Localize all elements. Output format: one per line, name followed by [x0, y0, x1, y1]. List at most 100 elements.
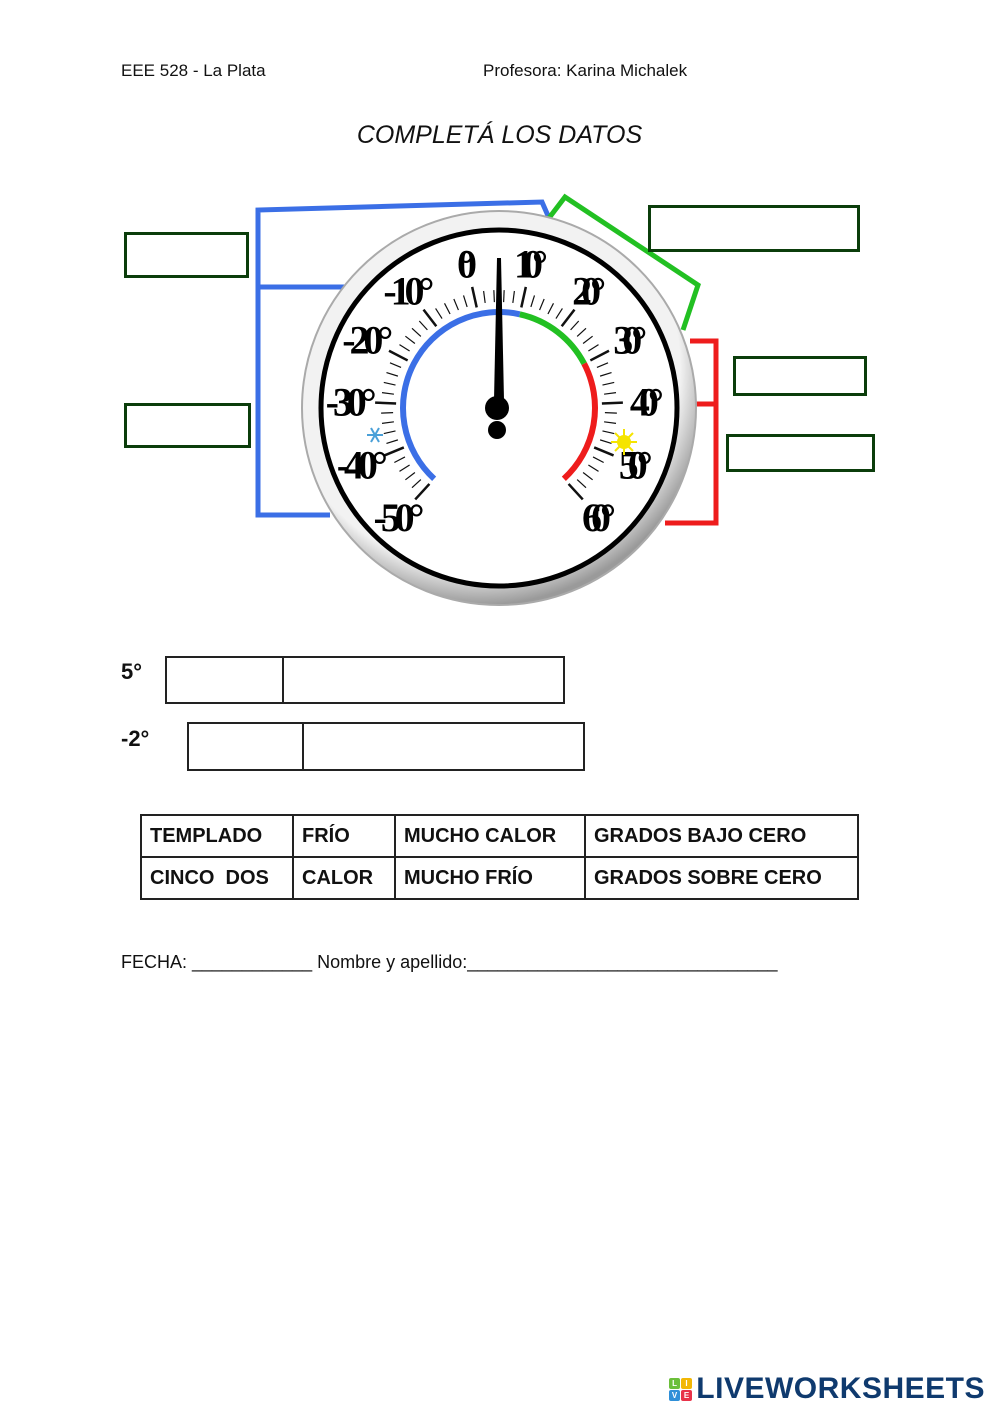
table-row: TEMPLADO FRÍO MUCHO CALOR GRADOS BAJO CE…: [140, 814, 859, 858]
dial-tick: [383, 381, 396, 386]
red-connector: [665, 338, 719, 526]
dial-tick: [383, 446, 405, 457]
word-bank-cell: GRADOS SOBRE CERO: [584, 856, 859, 900]
scale-label: 20°: [572, 269, 606, 314]
page-title: COMPLETÁ LOS DATOS: [356, 121, 643, 149]
snowflake-icon: [367, 427, 383, 443]
dial-tick: [381, 421, 394, 424]
answer-box-top-right[interactable]: [648, 205, 860, 252]
school-label: EEE 528 - La Plata: [121, 61, 266, 80]
dial-tick: [405, 335, 416, 344]
answer-box-right-2[interactable]: [726, 434, 875, 472]
dial-tick: [530, 295, 536, 308]
scale-label: -10°: [383, 269, 434, 314]
word-bank-cell: CINCO DOS: [140, 856, 294, 900]
dial-tick: [547, 303, 555, 315]
word-bank-table: TEMPLADO FRÍO MUCHO CALOR GRADOS BAJO CE…: [140, 814, 859, 900]
word-bank-cell: TEMPLADO: [140, 814, 294, 858]
dial-tick: [394, 456, 406, 464]
dial-tick: [520, 286, 528, 308]
temp-label-5: 5°: [121, 659, 143, 684]
dial-tick: [388, 349, 409, 362]
answer-input-5-number[interactable]: [165, 656, 284, 704]
dial-tick: [422, 308, 438, 328]
sun-icon: [611, 429, 637, 455]
dial-tick: [601, 401, 623, 405]
dial-tick: [576, 327, 587, 337]
dial-tick: [470, 286, 478, 308]
word-bank-cell: CALOR: [292, 856, 396, 900]
date-name-line: FECHA: ____________ Nombre y apellido:__…: [121, 952, 778, 972]
scale-label: -50°: [374, 495, 425, 540]
dial-tick: [576, 479, 587, 489]
dial-tick: [453, 298, 459, 311]
scale-label: 30°: [613, 318, 647, 363]
dial-tick: [582, 472, 593, 481]
dial-tick: [411, 327, 422, 337]
dial-tick: [418, 320, 428, 331]
dial-tick: [414, 483, 431, 501]
dial-tick: [582, 335, 593, 344]
dial-tick: [602, 430, 615, 435]
scale-label: 40°: [630, 380, 664, 425]
zone-arc-mild: [519, 311, 587, 366]
color-zones: [400, 309, 598, 481]
dial-tick: [493, 290, 495, 303]
scale-label: 10°: [514, 242, 548, 287]
dial-tick: [435, 308, 443, 319]
answer-box-bottom-left[interactable]: [124, 403, 251, 448]
dial-tick: [592, 456, 604, 464]
dial-ticks: [375, 286, 623, 501]
scale-labels: -50°-40°-30°-20°-10°0°10°20°30°40°50°60°: [326, 242, 664, 541]
thermometer-diagram: -50°-40°-30°-20°-10°0°10°20°30°40°50°60°: [255, 193, 719, 606]
dial-tick: [602, 381, 615, 386]
dial-tick: [386, 439, 399, 445]
dial-tick: [399, 344, 410, 352]
word-bank-cell: MUCHO CALOR: [394, 814, 586, 858]
answer-box-top-left[interactable]: [124, 232, 249, 278]
answer-input-minus2-number[interactable]: [187, 722, 304, 771]
dial-tick: [599, 371, 612, 377]
answer-input-minus2-words[interactable]: [302, 722, 585, 771]
dial-tick: [389, 362, 402, 368]
word-bank-cell: GRADOS BAJO CERO: [584, 814, 859, 858]
zone-arc-cold: [400, 309, 521, 481]
scale-label: -20°: [342, 318, 393, 363]
dial-tick: [567, 483, 584, 501]
dial-tick: [383, 430, 396, 435]
answer-input-5-words[interactable]: [282, 656, 565, 704]
dial-tick: [381, 392, 394, 395]
dial-tick: [560, 308, 576, 328]
dial-tick: [411, 479, 422, 489]
dial-tick: [483, 290, 486, 303]
dial-tick: [596, 362, 609, 368]
temp-label-minus2: -2°: [121, 726, 150, 751]
teacher-label: Profesora: Karina Michalek: [483, 61, 688, 80]
dial-tick: [512, 290, 515, 303]
scale-label: -30°: [326, 380, 377, 425]
dial-tick: [555, 308, 563, 319]
dial-tick: [399, 464, 410, 472]
answer-box-right-1[interactable]: [733, 356, 867, 396]
dial-tick: [604, 412, 617, 414]
dial-tick: [570, 320, 580, 331]
dial-tick: [443, 303, 451, 315]
table-row: CINCO DOS CALOR MUCHO FRÍO GRADOS SOBRE …: [140, 856, 859, 900]
blue-connector: [255, 199, 552, 518]
scale-label: -40°: [337, 443, 388, 488]
word-bank-cell: MUCHO FRÍO: [394, 856, 586, 900]
zone-arc-hot: [561, 362, 598, 481]
dial-tick: [593, 446, 615, 457]
word-bank-cell: FRÍO: [292, 814, 396, 858]
dial-tick: [539, 298, 545, 311]
dial-tick: [604, 392, 617, 395]
scale-label: 60°: [582, 495, 616, 540]
green-connector: [547, 193, 701, 331]
dial-tick: [589, 349, 610, 362]
needle: [485, 258, 509, 439]
dial-tick: [588, 464, 599, 472]
dial-tick: [462, 295, 468, 308]
